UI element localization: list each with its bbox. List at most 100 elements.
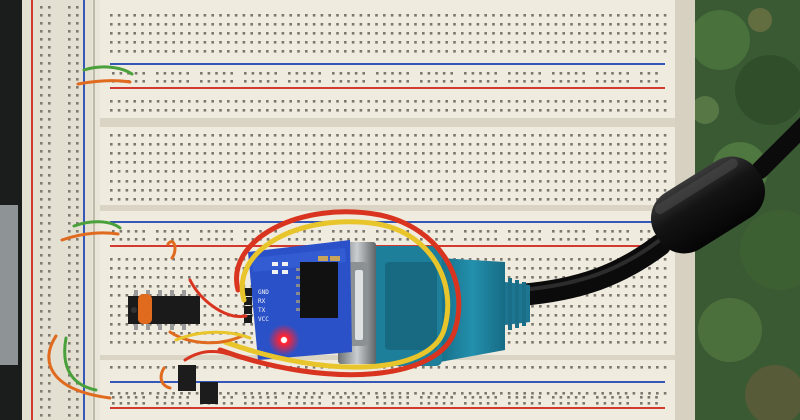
breadboard-hole [48,206,51,209]
breadboard-hole [320,100,324,103]
breadboard-hole [362,72,365,75]
breadboard-hole [156,238,159,241]
breadboard-hole [640,50,643,53]
breadboard-hole [383,109,386,112]
breadboard-hole [312,198,316,201]
breadboard-hole [219,50,222,53]
wire-green-mid [72,220,122,230]
breadboard-hole [562,366,565,369]
breadboard-hole [351,50,355,53]
breadboard-hole [492,14,495,17]
breadboard-hole [476,170,480,173]
breadboard-hole [390,32,394,35]
breadboard-hole [559,396,563,399]
breadboard-hole [172,285,175,288]
breadboard-hole [258,152,261,155]
breadboard-hole [211,198,214,201]
breadboard-hole [266,41,269,44]
breadboard-hole [624,366,628,369]
breadboard-hole [178,402,182,405]
breadboard-hole [188,50,191,53]
breadboard-hole [203,23,207,26]
breadboard-hole [632,323,636,326]
breadboard-hole [539,366,542,369]
ferrite-bead [650,156,766,254]
breadboard-hole [383,396,387,399]
breadboard-hole [624,392,628,395]
breadboard-hole [656,161,659,164]
breadboard-hole [68,398,71,401]
breadboard-hole [437,32,441,35]
breadboard-hole [603,238,607,241]
breadboard-hole [48,158,51,161]
breadboard-hole [617,198,620,201]
breadboard-hole [601,258,604,261]
breadboard-hole [362,396,365,399]
breadboard-hole [180,161,183,164]
breadboard-hole [68,30,71,33]
breadboard-hole [617,161,620,164]
breadboard-hole [531,14,534,17]
breadboard-hole [156,23,160,26]
breadboard-hole [640,143,643,146]
breadboard-hole [227,276,230,279]
breadboard-hole [68,342,71,345]
breadboard-hole [632,198,636,201]
breadboard-hole [464,72,467,75]
breadboard-hole [188,109,191,112]
breadboard-hole [68,22,71,25]
breadboard-hole [593,41,597,44]
breadboard-hole [178,80,182,83]
breadboard-hole [554,267,558,270]
breadboard-hole [117,14,121,17]
breadboard-hole [164,41,168,44]
breadboard-hole [195,161,199,164]
breadboard-hole [242,134,246,137]
breadboard-hole [362,402,365,405]
breadboard-hole [562,32,565,35]
breadboard-hole [453,143,456,146]
breadboard-hole [609,366,612,369]
breadboard-hole [640,198,643,201]
breadboard-hole [507,109,511,112]
breadboard-hole [266,14,269,17]
breadboard-hole [609,189,612,192]
breadboard-hole [429,170,433,173]
breadboard-hole [554,258,558,261]
breadboard-hole [305,189,308,192]
breadboard-hole [110,285,113,288]
breadboard-hole [632,152,636,155]
breadboard-hole [68,142,71,145]
breadboard-hole [68,270,71,273]
breadboard-hole [648,189,651,192]
breadboard-hole [546,305,550,308]
breadboard-hole [398,161,402,164]
breadboard-hole [375,14,378,17]
breadboard-hole [453,392,456,395]
breadboard-hole [453,32,456,35]
breadboard-hole [273,189,277,192]
breadboard-hole [242,366,246,369]
breadboard-hole [211,189,214,192]
breadboard-hole [76,310,79,313]
breadboard-hole [328,23,331,26]
breadboard-hole [375,32,378,35]
breadboard-hole [242,189,246,192]
breadboard-hole [234,323,238,326]
breadboard-hole [76,14,79,17]
breadboard-hole [180,41,183,44]
breadboard-hole [427,80,431,83]
breadboard-hole [647,80,651,83]
breadboard-hole [611,238,614,241]
breadboard-hole [468,392,472,395]
breadboard-hole [468,198,472,201]
breadboard-hole [593,392,597,395]
breadboard-hole [110,161,113,164]
breadboard-hole [312,180,316,183]
breadboard-hole [531,258,534,261]
breadboard-hole [48,278,51,281]
breadboard-hole [562,134,565,137]
breadboard-hole [188,285,191,288]
breadboard-hole [171,80,174,83]
breadboard-hole [149,32,152,35]
